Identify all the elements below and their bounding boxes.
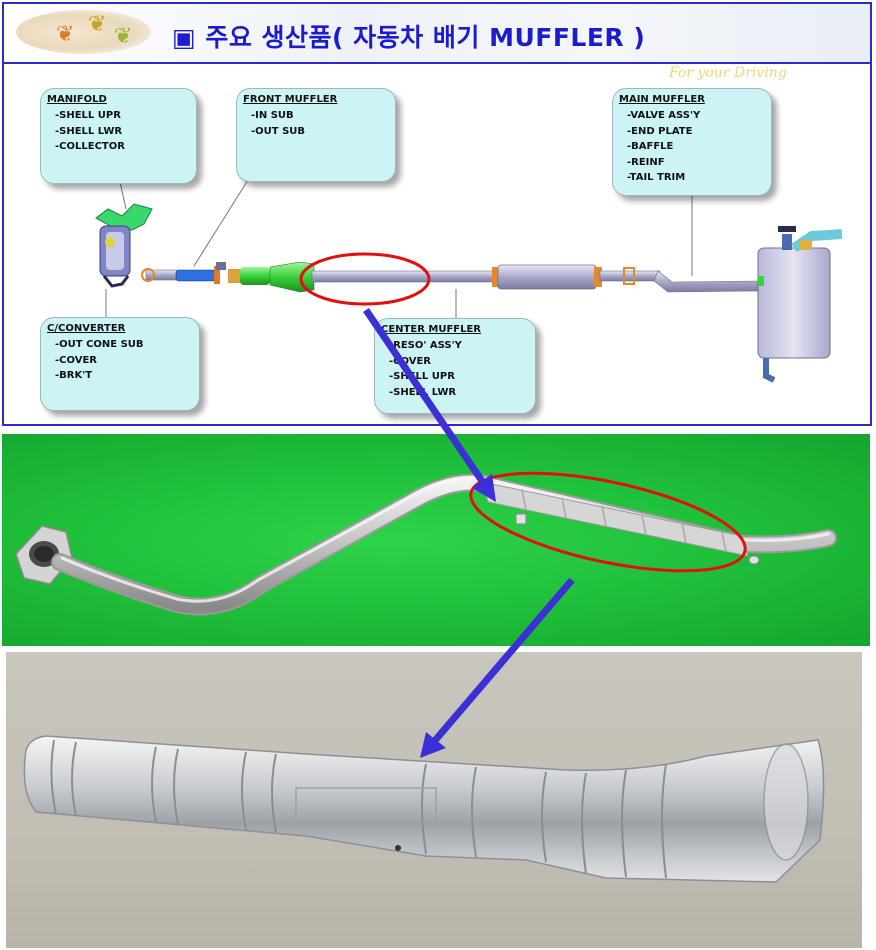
callout-item: -OUT CONE SUB xyxy=(55,339,144,350)
callout-item: -SHELL UPR xyxy=(55,110,121,121)
callout-main-muffler: MAIN MUFFLER -VALVE ASS'Y -END PLATE -BA… xyxy=(612,88,772,196)
rear-pipe-part xyxy=(599,267,761,293)
callout-item: -REINF xyxy=(627,156,665,168)
diagram-panel: ❦ ❦ ❦ ▣ 주요 생산품( 자동차 배기 MUFFLER ) For you… xyxy=(2,2,872,426)
highlight-ellipse xyxy=(469,471,747,573)
callout-title: C/CONVERTER xyxy=(47,323,126,334)
callout-c-converter: C/CONVERTER -OUT CONE SUB -COVER -BRK'T xyxy=(40,317,200,411)
leader-line xyxy=(193,179,249,267)
callout-item: -VALVE ASS'Y xyxy=(627,110,701,121)
callout-item: -TAIL TRIM xyxy=(627,172,686,183)
callout-item: -COVER xyxy=(55,354,97,366)
mid-pipe-part xyxy=(311,270,499,283)
header-decoration: ❦ ❦ ❦ xyxy=(16,10,151,54)
callout-item: -BAFFLE xyxy=(627,141,674,152)
callout-item: -COLLECTOR xyxy=(55,141,125,152)
flexible-pipe-part xyxy=(228,261,315,293)
callout-item: -IN SUB xyxy=(251,110,294,121)
callout-item: -END PLATE xyxy=(627,125,693,137)
callout-item: -SHELL LWR xyxy=(55,125,123,137)
callout-item: -SHELL UPR xyxy=(389,371,455,382)
front-pipe-part xyxy=(141,262,226,284)
pipe-assembly-illustration xyxy=(15,471,837,616)
leaf-icon: ❦ xyxy=(114,24,133,49)
manifold-part xyxy=(95,203,153,288)
callout-manifold: MANIFOLD -SHELL UPR -SHELL LWR -COLLECTO… xyxy=(40,88,197,184)
callout-item: -OUT SUB xyxy=(251,125,306,137)
callout-item: -RESO' ASS'Y xyxy=(389,340,462,351)
callout-item: -SHELL LWR xyxy=(389,386,457,398)
leaf-icon: ❦ xyxy=(56,22,75,47)
heat-shield-photo xyxy=(6,652,862,948)
callout-title: FRONT MUFFLER xyxy=(243,94,338,105)
highlight-ellipse xyxy=(299,252,431,306)
callout-title: MAIN MUFFLER xyxy=(619,94,705,105)
callout-item: -COVER xyxy=(389,355,431,367)
leaf-icon: ❦ xyxy=(88,12,107,37)
header-divider xyxy=(4,62,870,64)
main-muffler-part xyxy=(757,226,843,383)
callout-title: MANIFOLD xyxy=(47,94,107,105)
heat-shield-illustration xyxy=(23,735,825,883)
exhaust-system-schematic xyxy=(95,179,843,383)
tagline: For your Driving xyxy=(669,65,787,81)
callout-front-muffler: FRONT MUFFLER -IN SUB -OUT SUB xyxy=(236,88,396,182)
page-title: ▣ 주요 생산품( 자동차 배기 MUFFLER ) xyxy=(172,23,646,52)
leader-line xyxy=(119,181,127,210)
callout-center-muffler: CENTER MUFFLER -RESO' ASS'Y -COVER -SHEL… xyxy=(374,318,536,414)
heat-shield-body xyxy=(23,735,825,883)
callout-title: CENTER MUFFLER xyxy=(381,324,482,335)
mounting-hole xyxy=(395,845,401,851)
callout-item: -BRK'T xyxy=(55,370,93,381)
pipe-assembly-photo xyxy=(2,434,870,646)
center-muffler-part xyxy=(492,264,602,290)
